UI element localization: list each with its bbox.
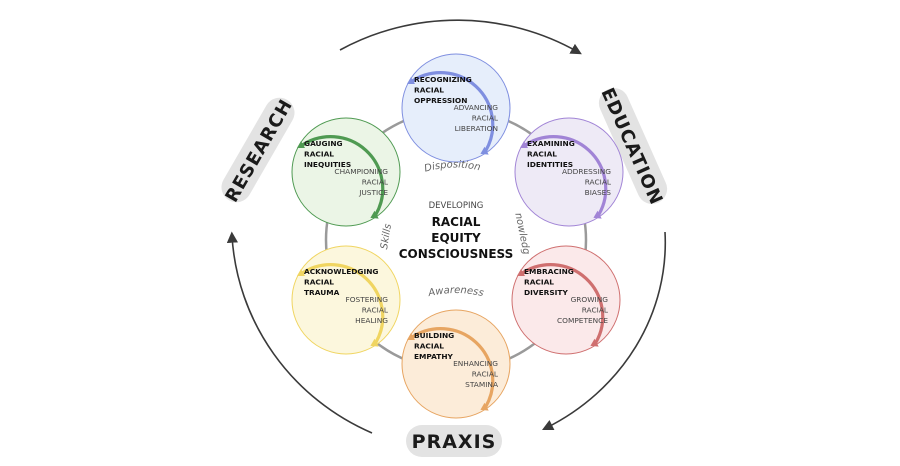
circle-recognizing-arrowhead-icon [480, 146, 489, 155]
circle-recognizing-title-line: RACIAL [414, 86, 444, 95]
circle-gauging-title-line: GAUGING [304, 139, 343, 148]
circle-examining: EXAMININGRACIALIDENTITIESADDRESSINGRACIA… [514, 117, 624, 227]
circle-acknowledging: ACKNOWLEDGINGRACIALTRAUMAFOSTERINGRACIAL… [291, 245, 401, 355]
circle-building-sub-line: STAMINA [465, 380, 498, 389]
circle-acknowledging-arrowhead-icon [370, 338, 379, 347]
circle-embracing-title-line: DIVERSITY [524, 288, 568, 297]
circle-gauging-arrowhead-icon [370, 210, 379, 219]
circle-embracing-sub-line: RACIAL [582, 306, 609, 315]
circle-embracing: EMBRACINGRACIALDIVERSITYGROWINGRACIALCOM… [511, 245, 621, 355]
circle-embracing-sub-line: GROWING [571, 295, 609, 304]
pill-research: RESEARCH [221, 95, 297, 206]
circle-acknowledging-sub-line: FOSTERING [345, 295, 388, 304]
center-pre: DEVELOPING [429, 201, 484, 211]
circle-gauging-title-line: RACIAL [304, 150, 334, 159]
circle-examining-arrowhead-icon [593, 210, 602, 219]
circle-acknowledging-cycle-arc [299, 263, 385, 345]
circle-embracing-sub-line: COMPETENCE [557, 316, 608, 325]
circle-recognizing-title-line: OPPRESSION [414, 96, 467, 105]
circle-acknowledging-disc [291, 245, 401, 355]
circle-examining-title-line: EXAMINING [527, 139, 575, 148]
circle-embracing-arrowhead-icon [590, 338, 599, 347]
circle-building-sub-line: RACIAL [472, 370, 499, 379]
outer-cycle [226, 19, 667, 434]
outer-arrow-left [226, 231, 373, 434]
circle-embracing-title-line: RACIAL [524, 278, 554, 287]
circle-examining-start-arrow-icon [520, 141, 528, 148]
outer-arrow-top [339, 19, 582, 55]
circle-building-disc [401, 309, 511, 419]
center-line1: RACIAL [432, 215, 481, 229]
pill-research-label: RESEARCH [221, 95, 297, 206]
center-line2: EQUITY [431, 231, 481, 245]
circle-recognizing-start-arrow-icon [407, 77, 415, 84]
circle-building-title-line: BUILDING [414, 331, 454, 340]
circle-embracing-cycle-arc [519, 263, 605, 345]
center-title: DEVELOPING RACIAL EQUITY CONSCIOUSNESS [399, 201, 514, 261]
circle-building-sub-line: ENHANCING [453, 359, 498, 368]
pill-praxis-label: PRAXIS [412, 431, 497, 453]
circle-recognizing-sub-line: LIBERATION [455, 124, 498, 133]
circle-embracing-disc [511, 245, 621, 355]
circle-acknowledging-title-line: RACIAL [304, 278, 334, 287]
circle-embracing-start-arrow-icon [517, 269, 525, 276]
circle-gauging-cycle-arc [299, 135, 385, 217]
circle-examining-disc [514, 117, 624, 227]
circle-examining-sub-line: RACIAL [585, 178, 612, 187]
circle-recognizing-title-line: RECOGNIZING [414, 75, 472, 84]
circle-acknowledging-title-line: TRAUMA [304, 288, 340, 297]
circle-gauging-start-arrow-icon [297, 141, 305, 148]
ring-label-skills: Skills [379, 223, 394, 250]
circle-gauging-disc [291, 117, 401, 227]
circle-building-start-arrow-icon [407, 333, 415, 340]
circle-gauging-title-line: INEQUITIES [304, 160, 351, 169]
circle-building-title-line: EMPATHY [414, 352, 454, 361]
circle-gauging-sub-line: RACIAL [362, 178, 389, 187]
circle-recognizing-sub-line: ADVANCING [454, 103, 499, 112]
circle-acknowledging-title-line: ACKNOWLEDGING [304, 267, 378, 276]
circle-building: BUILDINGRACIALEMPATHYENHANCINGRACIALSTAM… [401, 309, 511, 419]
pill-praxis: PRAXIS [406, 425, 502, 457]
circle-gauging-sub-line: JUSTICE [358, 188, 388, 197]
circles-layer: RECOGNIZINGRACIALOPPRESSIONADVANCINGRACI… [291, 53, 624, 419]
circle-examining-cycle-arc [522, 135, 608, 217]
outer-arrow-right [541, 231, 667, 431]
circle-gauging-sub-line: CHAMPIONING [334, 167, 388, 176]
circle-gauging: GAUGINGRACIALINEQUITIESCHAMPIONINGRACIAL… [291, 117, 401, 227]
circle-embracing-title-line: EMBRACING [524, 267, 574, 276]
circle-examining-title-line: IDENTITIES [527, 160, 573, 169]
circle-examining-sub-line: ADDRESSING [562, 167, 611, 176]
circle-acknowledging-sub-line: HEALING [355, 316, 388, 325]
ring-label-awareness: Awareness [426, 285, 484, 299]
circle-building-cycle-arc [409, 327, 495, 409]
circle-acknowledging-sub-line: RACIAL [362, 306, 389, 315]
circle-recognizing: RECOGNIZINGRACIALOPPRESSIONADVANCINGRACI… [401, 53, 511, 163]
circle-building-title-line: RACIAL [414, 342, 444, 351]
circle-recognizing-sub-line: RACIAL [472, 114, 499, 123]
circle-acknowledging-start-arrow-icon [297, 269, 305, 276]
circle-building-arrowhead-icon [480, 402, 489, 411]
circle-examining-sub-line: BIASES [585, 188, 612, 197]
circle-recognizing-cycle-arc [409, 71, 495, 153]
center-line3: CONSCIOUSNESS [399, 247, 514, 261]
circle-recognizing-disc [401, 53, 511, 163]
circle-examining-title-line: RACIAL [527, 150, 557, 159]
